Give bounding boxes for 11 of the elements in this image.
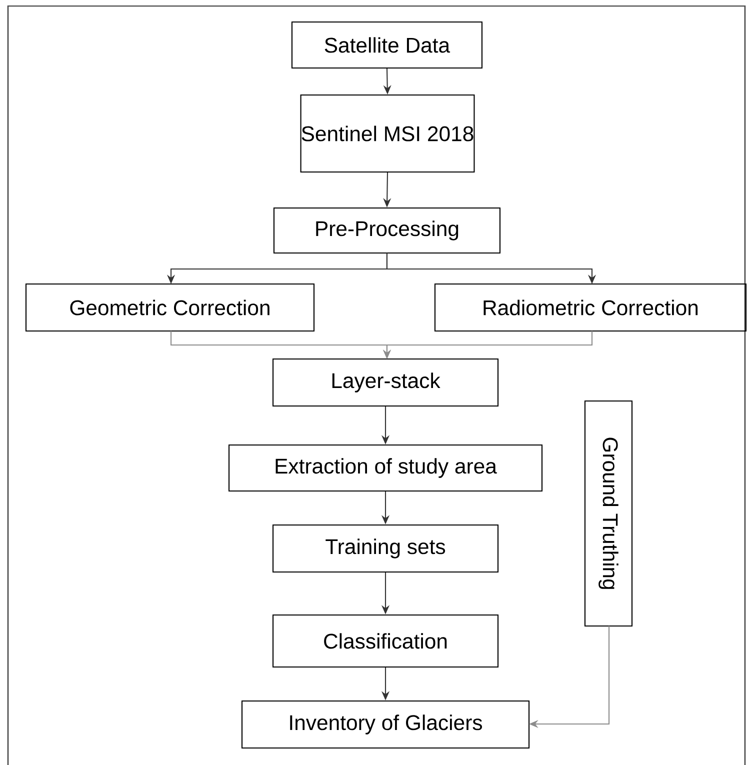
process-box: Sentinel MSI 2018 bbox=[300, 94, 475, 173]
process-box: Radiometric Correction bbox=[434, 283, 747, 332]
process-box: Training sets bbox=[272, 524, 499, 573]
process-box: Inventory of Glaciers bbox=[241, 700, 530, 749]
process-box: Geometric Correction bbox=[25, 283, 315, 332]
process-box: Pre-Processing bbox=[273, 207, 501, 254]
vertical-process-box: Ground Truthing bbox=[584, 400, 633, 627]
process-box: Extraction of study area bbox=[228, 444, 543, 492]
process-box: Layer-stack bbox=[272, 358, 499, 407]
process-box: Classification bbox=[272, 614, 499, 668]
process-box: Satellite Data bbox=[291, 21, 483, 69]
